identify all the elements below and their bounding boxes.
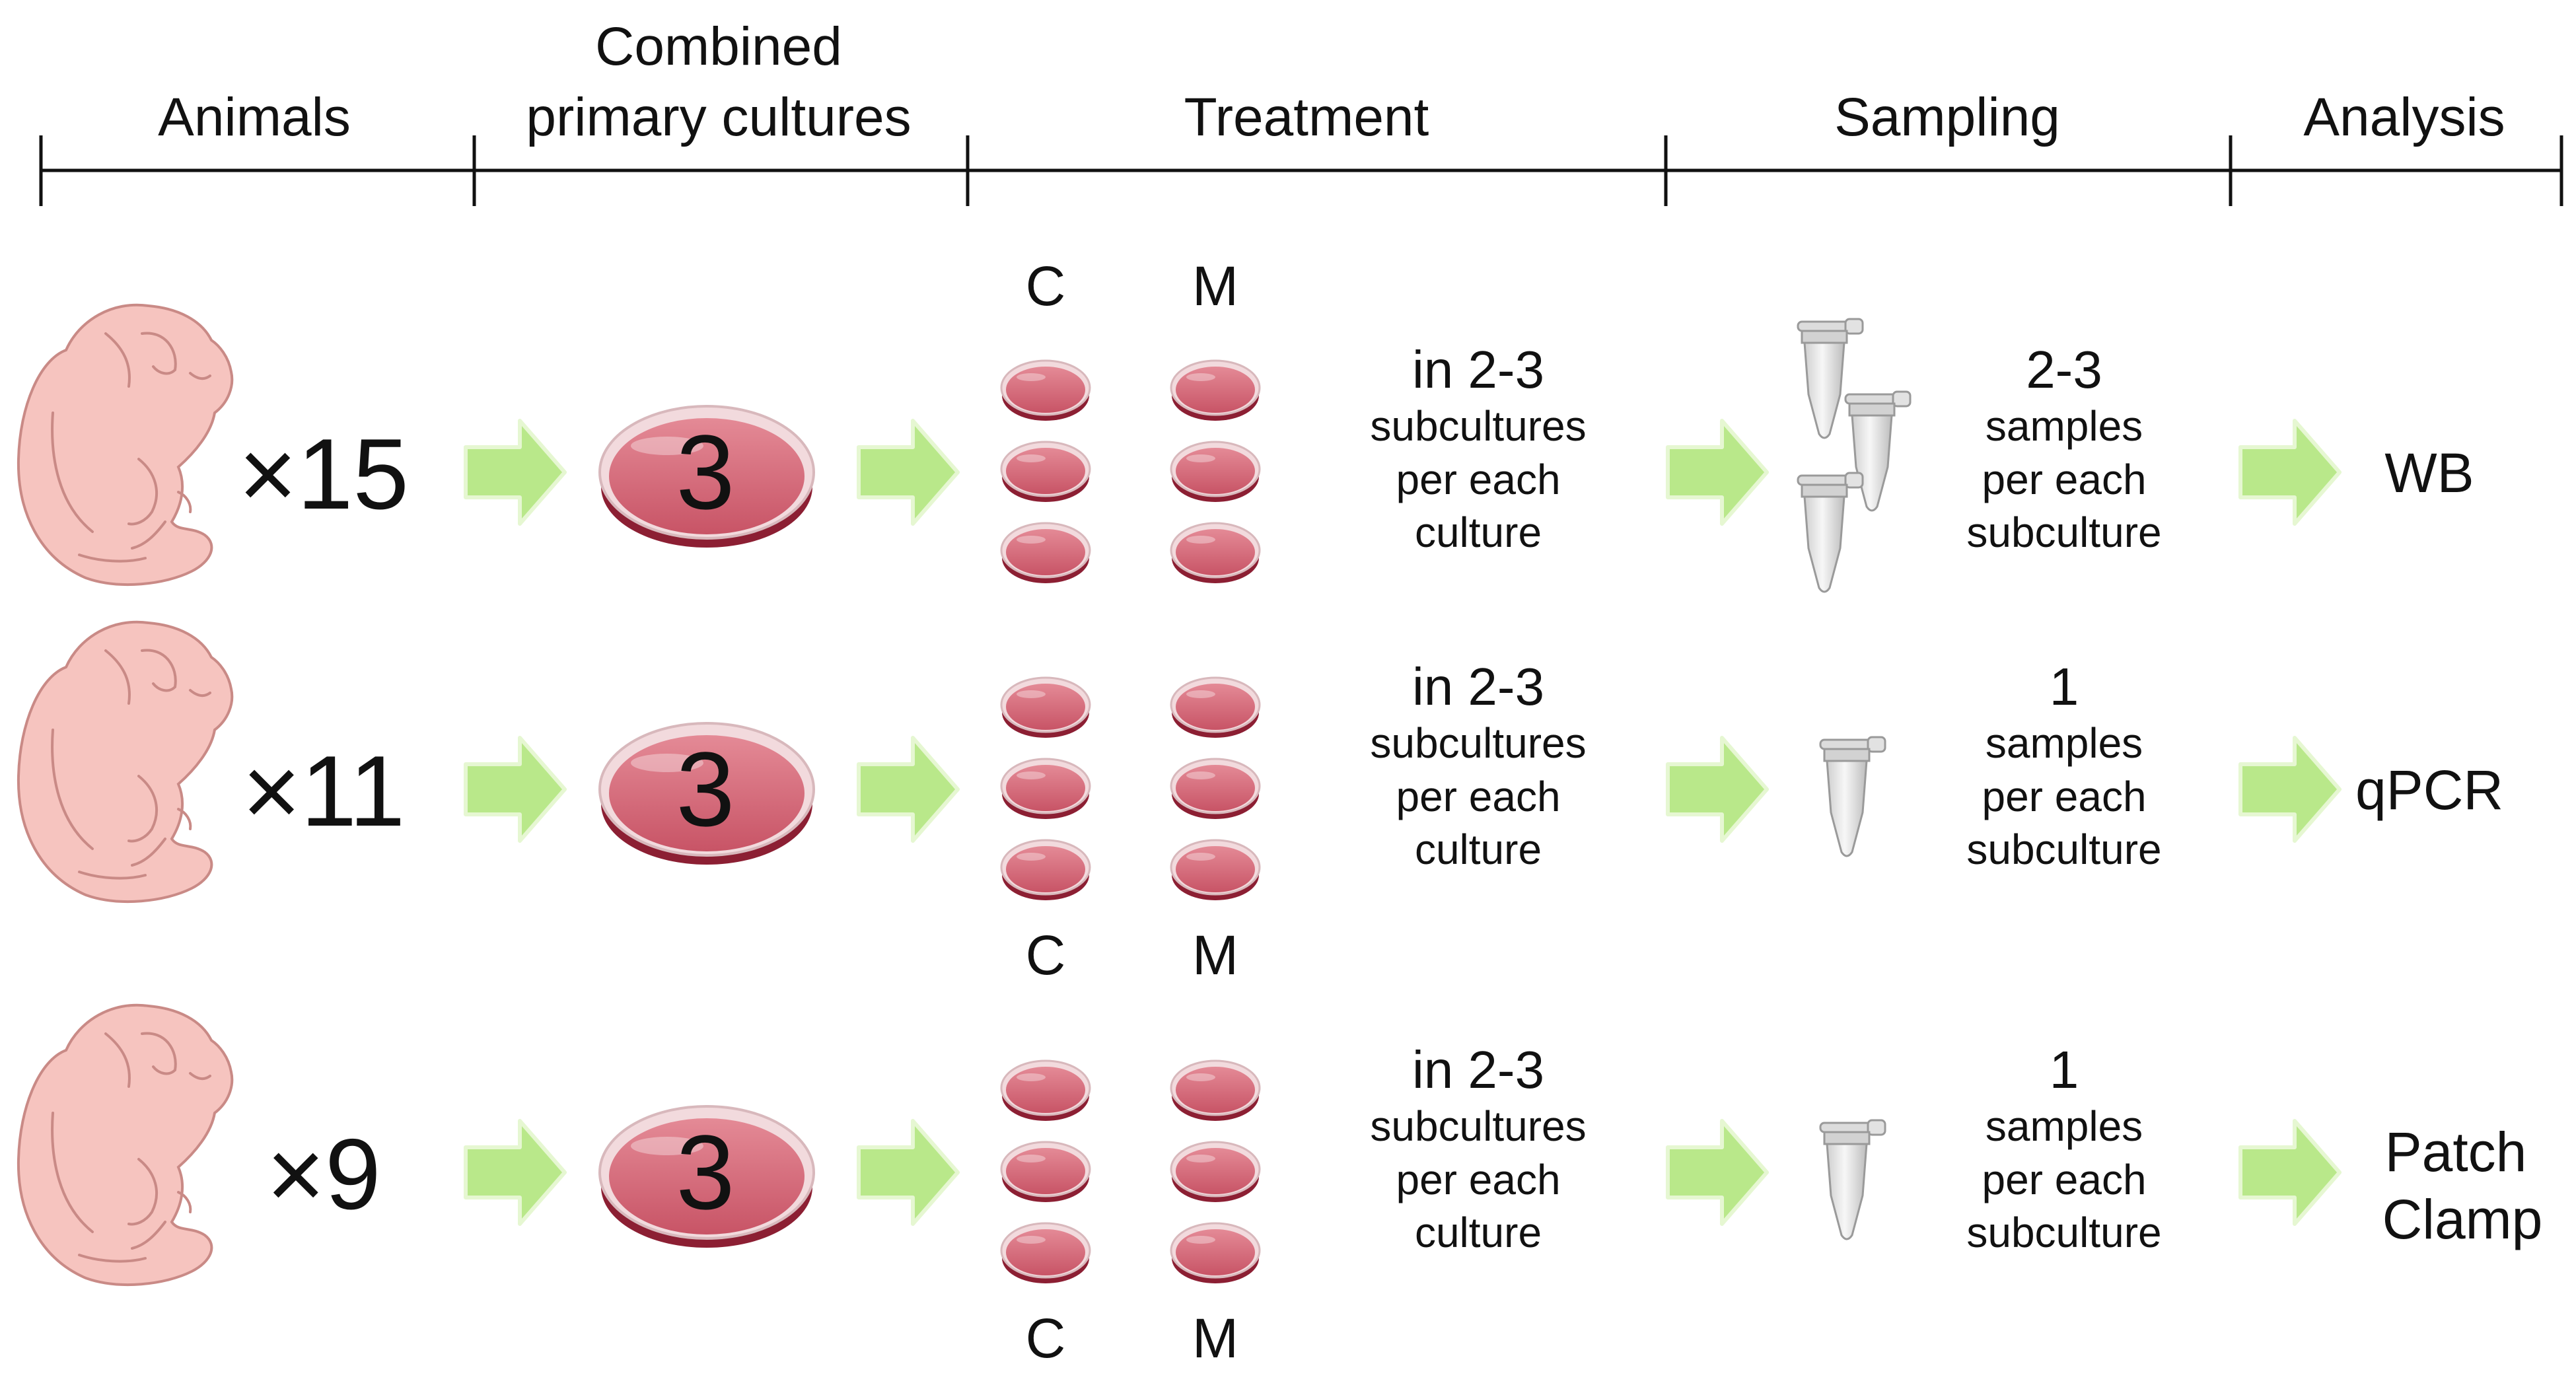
- samples-line1: samples: [1986, 402, 2143, 450]
- arrow-icon: [464, 1119, 567, 1226]
- label-control: C: [1026, 1307, 1066, 1369]
- header-combined-line2: primary cultures: [526, 87, 911, 147]
- subcultures-line1: subcultures: [1370, 402, 1586, 450]
- header-analysis: Analysis: [2303, 87, 2505, 147]
- treated-subculture-dish-icon: [1170, 441, 1261, 502]
- treated-subculture-dish-icon: [1170, 359, 1261, 421]
- treated-subculture-dish-icon: [1170, 1059, 1261, 1121]
- samples-count: 2-3: [2026, 340, 2102, 399]
- samples-line1: samples: [1986, 1102, 2143, 1150]
- control-subculture-dish-icon: [1000, 1059, 1091, 1121]
- label-treated: M: [1192, 255, 1238, 317]
- arrow-icon: [464, 736, 567, 843]
- subcultures-line2: per each: [1396, 1156, 1560, 1203]
- control-subculture-dish-icon: [1000, 758, 1091, 819]
- arrow-icon: [857, 419, 960, 526]
- label-control: C: [1026, 255, 1066, 317]
- culture-dish-icon: [598, 722, 815, 865]
- samples-line3: subculture: [1966, 509, 2161, 556]
- header-animals: Animals: [158, 87, 351, 147]
- arrow-icon: [857, 1119, 960, 1226]
- control-subculture-dish-icon: [1000, 839, 1091, 900]
- arrow-icon: [2238, 419, 2342, 526]
- analysis-method: WB: [2384, 442, 2474, 504]
- culture-dish-icon: [598, 1105, 815, 1248]
- arrow-icon: [1666, 736, 1769, 843]
- treated-subculture-dish-icon: [1170, 676, 1261, 738]
- analysis-method-line1: Patch: [2385, 1121, 2527, 1183]
- subcultures-count: in 2-3: [1412, 1040, 1544, 1099]
- header-combined-line1: Combined: [595, 17, 842, 77]
- arrow-icon: [2238, 1119, 2342, 1226]
- culture-dish-icon: [598, 405, 815, 548]
- subcultures-count: in 2-3: [1412, 340, 1544, 399]
- animal-multiplier: ×11: [242, 735, 406, 847]
- subcultures-line3: culture: [1415, 1209, 1542, 1256]
- samples-count: 1: [2050, 657, 2079, 716]
- culture-count: 3: [676, 1113, 735, 1231]
- treated-subculture-dish-icon: [1170, 522, 1261, 583]
- control-subculture-dish-icon: [1000, 522, 1091, 583]
- animal-multiplier: ×9: [266, 1118, 380, 1231]
- treated-subculture-dish-icon: [1170, 1141, 1261, 1202]
- arrow-icon: [464, 419, 567, 526]
- header-sampling: Sampling: [1834, 87, 2060, 147]
- analysis-method: qPCR: [2355, 759, 2503, 821]
- treated-subculture-dish-icon: [1170, 839, 1261, 900]
- sample-tube-icon: [1797, 318, 1864, 439]
- rat-pup-icon: [17, 303, 234, 587]
- culture-count: 3: [676, 413, 735, 531]
- samples-line1: samples: [1986, 719, 2143, 767]
- header-treatment: Treatment: [1184, 87, 1429, 147]
- subcultures-line3: culture: [1415, 509, 1542, 556]
- samples-count: 1: [2050, 1040, 2079, 1099]
- control-subculture-dish-icon: [1000, 1222, 1091, 1283]
- samples-line3: subculture: [1966, 826, 2161, 873]
- subcultures-count: in 2-3: [1412, 657, 1544, 716]
- sample-tube-icon: [1797, 472, 1864, 593]
- control-subculture-dish-icon: [1000, 676, 1091, 738]
- analysis-method-line2: Clamp: [2382, 1188, 2543, 1250]
- label-treated: M: [1192, 924, 1238, 986]
- timeline: [39, 135, 2563, 206]
- sample-tube-icon: [1819, 1119, 1886, 1240]
- label-control: C: [1026, 924, 1066, 986]
- treated-subculture-dish-icon: [1170, 758, 1261, 819]
- rat-pup-icon: [17, 620, 234, 904]
- subcultures-line2: per each: [1396, 456, 1560, 503]
- sample-tube-icon: [1819, 736, 1886, 857]
- arrow-icon: [1666, 419, 1769, 526]
- samples-line3: subculture: [1966, 1209, 2161, 1256]
- samples-line2: per each: [1982, 1156, 2146, 1203]
- sample-tube-icon: [1844, 390, 1912, 512]
- culture-count: 3: [676, 730, 735, 848]
- subcultures-line2: per each: [1396, 773, 1560, 820]
- arrow-icon: [1666, 1119, 1769, 1226]
- treated-subculture-dish-icon: [1170, 1222, 1261, 1283]
- samples-line2: per each: [1982, 773, 2146, 820]
- arrow-icon: [857, 736, 960, 843]
- subcultures-line3: culture: [1415, 826, 1542, 873]
- subcultures-line1: subcultures: [1370, 1102, 1586, 1150]
- samples-line2: per each: [1982, 456, 2146, 503]
- control-subculture-dish-icon: [1000, 441, 1091, 502]
- control-subculture-dish-icon: [1000, 359, 1091, 421]
- control-subculture-dish-icon: [1000, 1141, 1091, 1202]
- arrow-icon: [2238, 736, 2342, 843]
- subcultures-line1: subcultures: [1370, 719, 1586, 767]
- rat-pup-icon: [17, 1003, 234, 1287]
- animal-multiplier: ×15: [238, 418, 409, 530]
- label-treated: M: [1192, 1307, 1238, 1369]
